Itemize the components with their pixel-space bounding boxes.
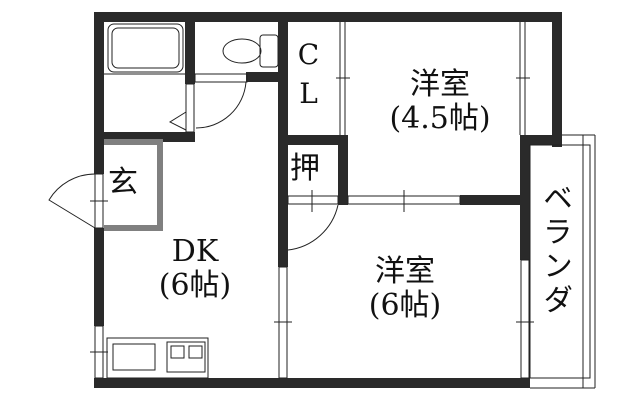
western-room-1: 洋室 (4.5帖) <box>360 68 520 136</box>
left-wall-middle <box>94 228 104 326</box>
toilet-door-swing <box>195 81 247 129</box>
toilet-tank <box>259 34 279 68</box>
room-name: 洋室 <box>410 67 470 102</box>
closet-label: CL <box>292 38 325 116</box>
room-size: (4.5帖) <box>389 101 491 136</box>
top-wall <box>94 12 562 22</box>
oshiire-right-wall <box>338 135 348 205</box>
entrance-step <box>104 139 163 231</box>
oshiire-label: 押 <box>290 151 320 186</box>
left-wall-upper <box>94 12 104 174</box>
bathtub-inner <box>111 27 180 69</box>
cl-bottom-wall <box>278 135 340 145</box>
fixtures <box>48 22 596 389</box>
veranda-corner-wall <box>520 135 562 145</box>
bottom-wall <box>94 378 530 388</box>
entrance-door-swing <box>48 173 96 229</box>
veranda-outline <box>529 144 591 379</box>
toilet-wall <box>246 72 286 82</box>
right-wall-upper <box>552 12 562 147</box>
entrance-label: 玄 <box>108 165 138 200</box>
room-size: (6帖) <box>158 268 232 303</box>
room-name: DK <box>171 234 219 269</box>
dk-room: DK (6帖) <box>120 235 270 303</box>
veranda-label: ベランダ <box>537 182 572 318</box>
room-divider-wall <box>460 195 530 205</box>
kitchen-counter <box>106 337 209 379</box>
stove <box>166 341 206 373</box>
bathtub <box>107 23 184 73</box>
western-room-2: 洋室 (6帖) <box>330 255 480 323</box>
bath-wall <box>185 12 195 84</box>
room-name: 洋室 <box>375 254 435 289</box>
toilet-door-frame <box>194 73 248 83</box>
walls <box>94 12 562 388</box>
room-size: (6帖) <box>368 288 442 323</box>
toilet-bowl <box>222 38 262 64</box>
room-door-swing <box>287 204 339 251</box>
sink <box>112 343 156 371</box>
bath-bottom-wall <box>94 132 195 142</box>
